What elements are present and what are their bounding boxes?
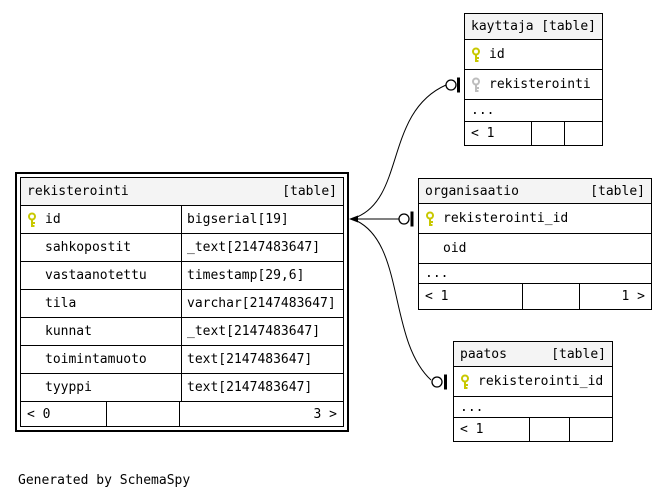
- primary-key-icon: [26, 212, 38, 228]
- column-name: oid: [443, 241, 467, 256]
- table-tag: [table]: [551, 346, 606, 362]
- degree-right: [570, 418, 612, 441]
- more-columns-indicator: ...: [465, 100, 602, 122]
- table-row: sahkopostit _text[2147483647]: [21, 234, 343, 262]
- column-name: id: [45, 212, 61, 227]
- column-name: tyyppi: [45, 380, 92, 395]
- column-name: kunnat: [45, 324, 92, 339]
- table-header[interactable]: paatos [table]: [454, 342, 612, 367]
- column-name: id: [489, 47, 505, 62]
- column-type: bigserial[19]: [181, 206, 343, 233]
- table-row: tyyppi text[2147483647]: [21, 374, 343, 402]
- table-header[interactable]: organisaatio [table]: [419, 179, 651, 204]
- table-title[interactable]: kayttaja: [471, 19, 534, 34]
- table-degree-footer: < 0 3 >: [21, 402, 343, 426]
- table-row: id bigserial[19]: [21, 206, 343, 234]
- degree-right: 1 >: [621, 289, 645, 304]
- table-organisaatio[interactable]: organisaatio [table] rekisterointi_id oi…: [418, 178, 652, 310]
- column-name: rekisterointi: [489, 77, 591, 92]
- table-row: oid: [419, 234, 651, 264]
- column-type: _text[2147483647]: [181, 318, 343, 345]
- table-title[interactable]: rekisterointi: [27, 184, 129, 199]
- column-type: text[2147483647]: [181, 374, 343, 401]
- table-row: rekisterointi_id: [454, 367, 612, 397]
- degree-right: 3 >: [313, 406, 337, 422]
- fk-connector-kayttaja: [356, 77, 460, 218]
- table-rekisterointi[interactable]: rekisterointi [table] id bigserial[19] s…: [15, 172, 349, 432]
- column-type: varchar[2147483647]: [181, 290, 343, 317]
- column-type: timestamp[29,6]: [181, 262, 343, 289]
- table-degree-footer: < 1: [454, 418, 612, 441]
- table-row: toimintamuoto text[2147483647]: [21, 346, 343, 374]
- table-row: rekisterointi_id: [419, 204, 651, 234]
- degree-left: < 0: [21, 402, 107, 426]
- table-row: tila varchar[2147483647]: [21, 290, 343, 318]
- column-name: sahkopostit: [45, 240, 132, 255]
- degree-middle: [523, 284, 581, 309]
- degree-middle: [532, 122, 565, 145]
- column-name: toimintamuoto: [45, 352, 147, 367]
- table-paatos[interactable]: paatos [table] rekisterointi_id ... < 1: [453, 341, 613, 442]
- column-name: tila: [45, 296, 77, 311]
- foreign-key-icon: [470, 77, 482, 93]
- generated-by-note: Generated by SchemaSpy: [18, 473, 191, 488]
- table-row: rekisterointi: [465, 70, 602, 100]
- table-header[interactable]: kayttaja [table]: [465, 14, 602, 40]
- table-row: vastaanotettu timestamp[29,6]: [21, 262, 343, 290]
- column-type: text[2147483647]: [181, 346, 343, 373]
- degree-left: < 1: [454, 418, 530, 441]
- column-name: rekisterointi_id: [443, 211, 569, 226]
- table-degree-footer: < 1 1 >: [419, 284, 651, 309]
- primary-key-icon: [470, 47, 482, 63]
- more-columns-indicator: ...: [419, 264, 651, 284]
- fk-connector-organisaatio: [357, 211, 414, 227]
- table-tag: [table]: [541, 19, 596, 34]
- degree-middle: [530, 418, 571, 441]
- table-tag: [table]: [590, 183, 645, 199]
- degree-middle: [107, 402, 181, 426]
- more-columns-indicator: ...: [454, 397, 612, 418]
- degree-left: < 1: [419, 284, 524, 309]
- table-degree-footer: < 1: [465, 122, 602, 145]
- column-name: rekisterointi_id: [478, 374, 604, 389]
- table-row: kunnat _text[2147483647]: [21, 318, 343, 346]
- table-tag: [table]: [282, 184, 337, 199]
- source-anchor-arrow: [349, 215, 358, 223]
- fk-connector-paatos: [356, 220, 447, 390]
- table-title[interactable]: organisaatio: [425, 183, 519, 199]
- table-title[interactable]: paatos: [460, 346, 507, 362]
- degree-right: [565, 122, 602, 145]
- primary-key-icon: [424, 211, 436, 227]
- table-header[interactable]: rekisterointi [table]: [21, 178, 343, 206]
- column-type: _text[2147483647]: [181, 234, 343, 261]
- table-kayttaja[interactable]: kayttaja [table] id rekisterointi ... < …: [464, 13, 603, 146]
- table-row: id: [465, 40, 602, 70]
- degree-left: < 1: [465, 122, 533, 145]
- column-name: vastaanotettu: [45, 268, 147, 283]
- primary-key-icon: [459, 374, 471, 390]
